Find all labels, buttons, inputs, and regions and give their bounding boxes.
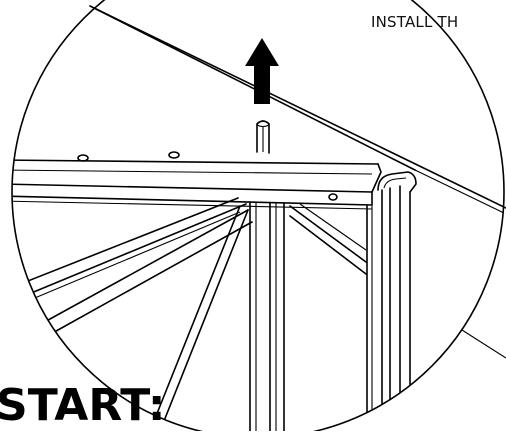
arrow-up-icon	[245, 38, 279, 104]
leader-line	[461, 329, 506, 359]
detail-circle	[11, 0, 505, 436]
vertical-posts	[249, 201, 373, 432]
instruction-text: INSTALL TH	[371, 13, 459, 31]
rail-hole	[77, 154, 89, 162]
rail-hole	[168, 151, 180, 159]
top-rail	[12, 159, 382, 210]
rail-hole	[328, 193, 338, 201]
panel-edge-line	[89, 5, 506, 209]
diagonal-braces	[12, 197, 367, 432]
section-heading: START:	[0, 380, 166, 431]
locating-pin	[256, 120, 270, 154]
corner-connector	[377, 171, 417, 432]
